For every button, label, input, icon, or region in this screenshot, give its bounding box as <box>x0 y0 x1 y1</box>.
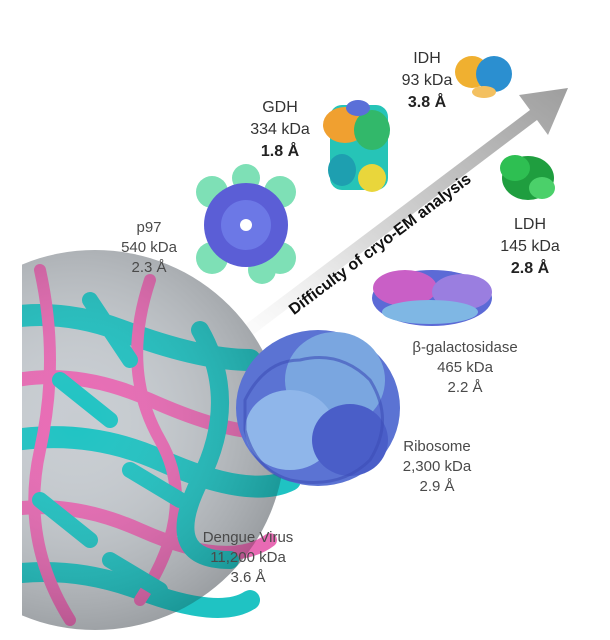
ribosome-resolution: 2.9 Å <box>419 478 455 495</box>
beta-galactosidase-mass: 465 kDa <box>437 359 493 376</box>
ribosome-mass: 2,300 kDa <box>402 458 472 475</box>
ldh-structure <box>500 155 555 200</box>
ldh-name: LDH <box>513 216 546 233</box>
dengue-virus-label: Dengue Virus 11,200 kDa 3.6 Å <box>188 528 308 588</box>
ldh-mass: 145 kDa <box>500 238 560 255</box>
p97-resolution: 2.3 Å <box>131 259 167 276</box>
p97-name: p97 <box>136 219 162 236</box>
gdh-name: GDH <box>262 99 298 116</box>
gdh-label: GDH 334 kDa 1.8 Å <box>240 97 320 163</box>
dengue-virus-structure <box>22 250 301 630</box>
ribosome-structure <box>236 330 400 486</box>
ribosome-name: Ribosome <box>403 438 471 455</box>
ribosome-label: Ribosome 2,300 kDa 2.9 Å <box>390 437 484 497</box>
beta-galactosidase-label: β-galactosidase 465 kDa 2.2 Å <box>398 338 532 398</box>
beta-galactosidase-name: β-galactosidase <box>412 339 518 356</box>
idh-structure <box>455 56 512 98</box>
beta-galactosidase-resolution: 2.2 Å <box>447 379 483 396</box>
idh-mass: 93 kDa <box>401 72 453 89</box>
dengue-virus-resolution: 3.6 Å <box>230 569 266 586</box>
p97-mass: 540 kDa <box>121 239 177 256</box>
p97-structure <box>196 164 296 284</box>
idh-resolution: 3.8 Å <box>407 94 447 111</box>
gdh-structure <box>323 100 390 192</box>
ldh-resolution: 2.8 Å <box>510 260 550 277</box>
gdh-mass: 334 kDa <box>250 121 310 138</box>
dengue-virus-name: Dengue Virus <box>202 529 294 546</box>
idh-label: IDH 93 kDa 3.8 Å <box>395 48 459 114</box>
dengue-virus-mass: 11,200 kDa <box>210 549 286 566</box>
idh-name: IDH <box>413 50 441 67</box>
difficulty-arrow <box>205 88 568 365</box>
ldh-label: LDH 145 kDa 2.8 Å <box>488 214 572 280</box>
p97-label: p97 540 kDa 2.3 Å <box>111 218 187 278</box>
beta-galactosidase-structure <box>372 270 492 326</box>
gdh-resolution: 1.8 Å <box>260 143 300 160</box>
